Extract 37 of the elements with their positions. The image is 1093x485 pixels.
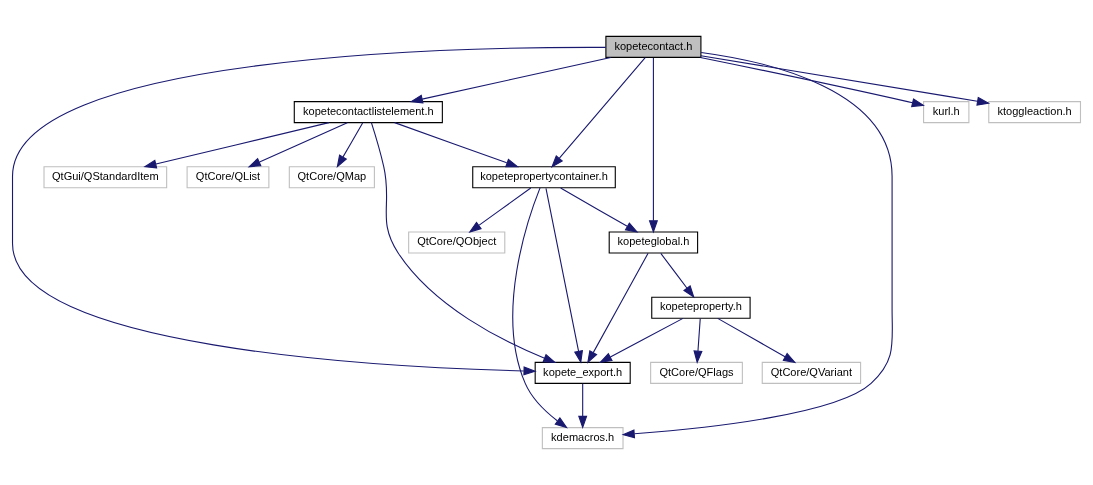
arrow [11, 46, 607, 376]
node-box: QtGui/QStandardItem [43, 166, 168, 189]
arrow [700, 55, 991, 106]
node-box: kurl.h [923, 101, 970, 124]
arrow [545, 187, 584, 364]
arrow [598, 317, 684, 364]
node-box: QtCore/QObject [408, 231, 506, 254]
arrow [394, 122, 520, 168]
arrow [621, 51, 893, 439]
arrow [336, 122, 364, 169]
node-box: kdemacros.h [541, 427, 624, 450]
arrow [560, 187, 639, 233]
arrow [717, 317, 797, 364]
arrow [693, 318, 703, 364]
node-box: QtCore/QFlags [650, 361, 743, 384]
node-box: QtCore/QVariant [761, 361, 862, 384]
arrow [660, 252, 695, 299]
node-box: kopeteproperty.h [651, 296, 751, 319]
node-box: kopetecontactlistelement.h [293, 101, 443, 124]
node-box: kopete_export.h [534, 361, 631, 384]
arrow [370, 122, 557, 363]
node-box: ktoggleaction.h [988, 101, 1082, 124]
arrow [648, 57, 659, 234]
arrow [247, 122, 348, 168]
arrow [512, 187, 568, 429]
arrow [143, 122, 330, 169]
arrow [550, 57, 646, 169]
arrow [468, 187, 532, 233]
arrow [409, 56, 612, 104]
node-box: kopetecontact.h [605, 35, 702, 58]
node-box: kopetepropertycontainer.h [472, 166, 616, 189]
arrow [699, 56, 925, 108]
arrow [578, 383, 588, 430]
node-box: kopeteglobal.h [608, 231, 699, 254]
arrow [587, 252, 649, 364]
node-box: QtCore/QMap [288, 166, 375, 189]
node-box: QtCore/QList [186, 166, 270, 189]
